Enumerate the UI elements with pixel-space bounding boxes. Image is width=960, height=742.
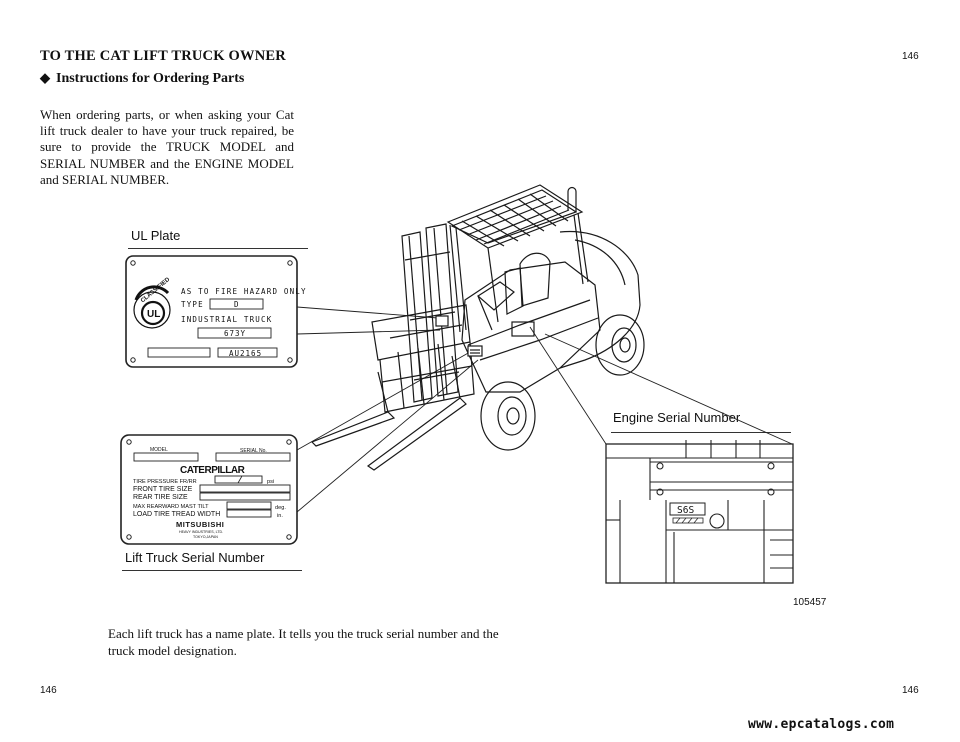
ul-number2: AU2165 xyxy=(229,349,262,358)
ul-line3: INDUSTRIAL TRUCK xyxy=(181,315,272,324)
mitsubishi-logo: MITSUBISHI xyxy=(176,520,224,529)
ul-type-label: TYPE xyxy=(181,300,204,309)
ul-plate-caption: UL Plate xyxy=(131,228,181,243)
footer-page-right: 146 xyxy=(902,685,919,696)
lift-caption-rule xyxy=(122,570,302,571)
ul-type-value: D xyxy=(234,300,239,309)
lift-in: in. xyxy=(277,513,283,519)
ul-plate: CLASSIFIED UL AS TO FIRE HAZARD ONLY TYP… xyxy=(125,255,307,368)
intro-paragraph: When ordering parts, or when asking your… xyxy=(40,107,294,187)
ul-seal-logo: UL xyxy=(147,309,160,320)
figure-number: 105457 xyxy=(793,597,827,608)
ul-number1: 673Y xyxy=(224,329,246,338)
lift-psi: psi xyxy=(267,479,274,485)
lift-plate-caption: Lift Truck Serial Number xyxy=(125,550,265,565)
footer-page-left: 146 xyxy=(40,685,57,696)
engine-inset: S6S xyxy=(605,440,794,584)
engine-caption-rule xyxy=(611,432,791,433)
bottom-paragraph: Each lift truck has a name plate. It tel… xyxy=(108,626,499,658)
ul-line1: AS TO FIRE HAZARD ONLY xyxy=(181,287,307,296)
watermark-link[interactable]: www.epcatalogs.com xyxy=(748,717,895,732)
lift-rear-tire: REAR TIRE SIZE xyxy=(133,494,188,501)
lift-front-tire: FRONT TIRE SIZE xyxy=(133,486,193,493)
lift-tread: LOAD TIRE TREAD WIDTH xyxy=(133,511,220,518)
maker-sub: HEAVY INDUSTRIES, LTD. xyxy=(179,530,223,534)
lift-tire-pressure: TIRE PRESSURE FR/RR xyxy=(133,479,197,485)
engine-stamp: S6S xyxy=(677,505,694,516)
lift-model-label: MODEL xyxy=(150,447,168,453)
diamond-bullet-icon: ◆ xyxy=(40,70,50,85)
lift-truck-plate: MODEL SERIAL No. CATERPILLAR TIRE PRESSU… xyxy=(120,434,298,545)
lift-serial-label: SERIAL No. xyxy=(240,448,267,454)
caterpillar-logo: CATERPILLAR xyxy=(180,465,246,476)
forklift-drawing xyxy=(310,184,645,471)
section-title: ◆ Instructions for Ordering Parts xyxy=(40,70,244,87)
lift-mast-tilt: MAX REARWARD MAST TILT xyxy=(133,504,209,510)
page-number-top: 146 xyxy=(902,51,919,62)
ul-seal-icon xyxy=(133,285,171,329)
lift-deg: deg. xyxy=(275,505,286,511)
page-title: TO THE CAT LIFT TRUCK OWNER xyxy=(40,48,286,64)
engine-serial-caption: Engine Serial Number xyxy=(613,410,741,425)
section-title-text: Instructions for Ordering Parts xyxy=(56,71,245,86)
ul-caption-rule xyxy=(128,248,308,249)
maker-city: TOKYO,JAPAN xyxy=(193,535,218,539)
